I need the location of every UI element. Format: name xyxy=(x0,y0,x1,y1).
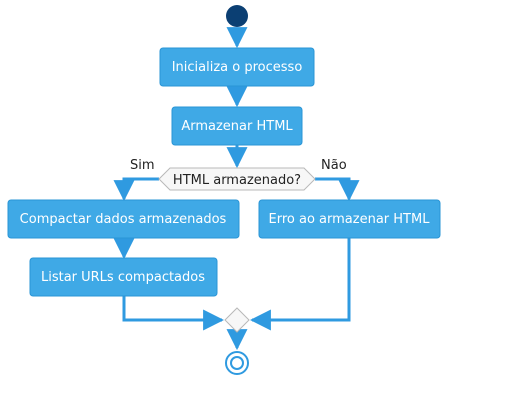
action-compact-label: Compactar dados armazenados xyxy=(20,212,227,227)
action-initialize: Inicializa o processo xyxy=(159,47,315,87)
flow-error-to-merge xyxy=(249,238,351,331)
flow-list-to-merge xyxy=(122,296,225,331)
flow-decision-no xyxy=(315,177,360,202)
action-list-urls-label: Listar URLs compactados xyxy=(41,270,205,285)
action-store-html: Armazenar HTML xyxy=(171,106,303,146)
action-store-html-label: Armazenar HTML xyxy=(181,119,293,134)
decision-question: HTML armazenado? xyxy=(173,173,301,188)
decision-no-label: Não xyxy=(321,158,347,173)
start-node xyxy=(226,5,248,27)
decision-yes-label: Sim xyxy=(130,158,155,173)
decision-node: HTML armazenado? xyxy=(158,167,316,191)
action-compact: Compactar dados armazenados xyxy=(7,199,240,239)
flow-decision-yes xyxy=(113,177,159,202)
merge-node xyxy=(224,307,250,333)
action-error-label: Erro ao armazenar HTML xyxy=(269,212,431,227)
action-initialize-label: Inicializa o processo xyxy=(172,60,303,75)
flow-lines xyxy=(113,27,360,351)
action-list-urls: Listar URLs compactados xyxy=(29,257,218,297)
end-node xyxy=(225,351,249,375)
action-error: Erro ao armazenar HTML xyxy=(258,199,441,239)
